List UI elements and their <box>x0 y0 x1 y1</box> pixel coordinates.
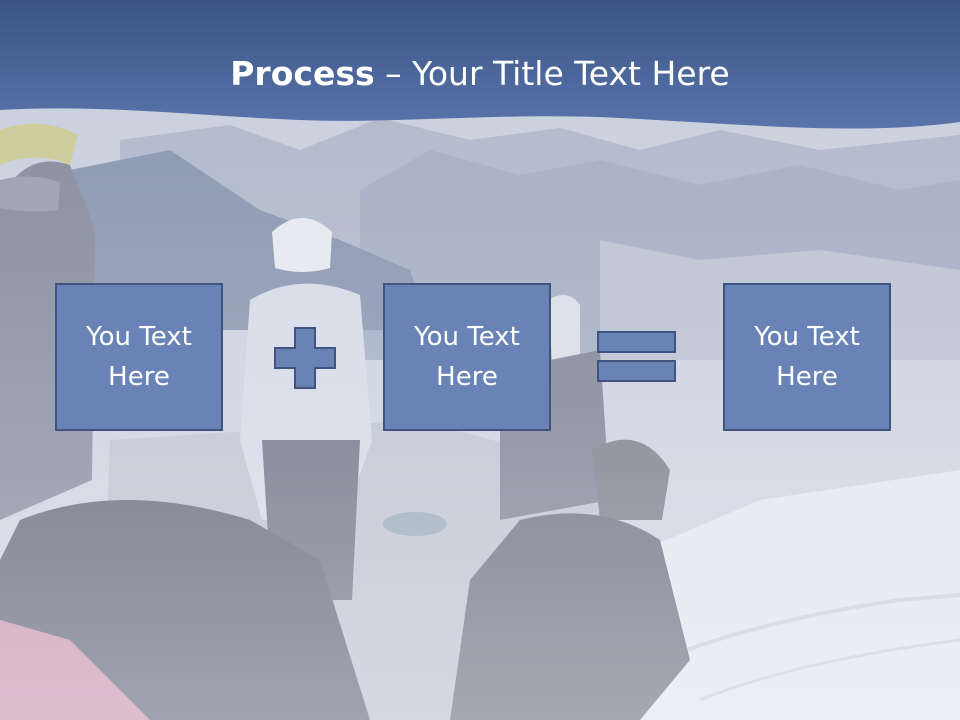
slide-title: Process – Your Title Text Here <box>0 52 960 96</box>
equals-icon <box>597 331 676 382</box>
process-box-1[interactable]: You Text Here <box>55 283 223 431</box>
title-rest: – Your Title Text Here <box>374 54 730 93</box>
process-box-2-text: You Text Here <box>414 322 520 392</box>
process-box-3-text: You Text Here <box>754 322 860 392</box>
plus-icon <box>274 327 336 389</box>
process-box-3[interactable]: You Text Here <box>723 283 891 431</box>
process-box-2[interactable]: You Text Here <box>383 283 551 431</box>
title-bold: Process <box>230 54 375 93</box>
process-box-1-text: You Text Here <box>86 322 192 392</box>
